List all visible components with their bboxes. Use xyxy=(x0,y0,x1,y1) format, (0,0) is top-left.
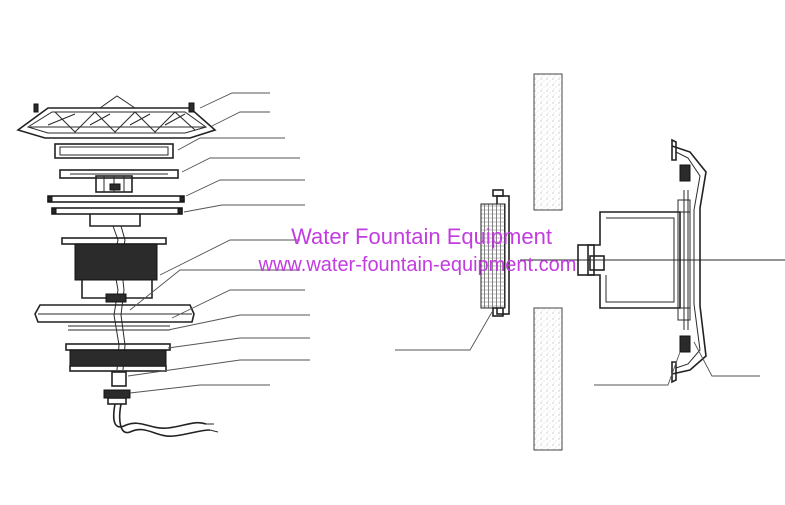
grille-ring-part xyxy=(16,95,217,139)
leader-lines-left xyxy=(127,92,310,394)
housing-cap-part xyxy=(51,207,183,227)
lens-plate-part xyxy=(54,143,174,159)
cable-gland-part xyxy=(103,371,131,405)
mounting-flange-part xyxy=(34,304,195,331)
pool-wall xyxy=(520,73,785,451)
reflector-part xyxy=(59,169,179,193)
gasket-part xyxy=(47,195,185,203)
side-niche-part xyxy=(395,189,510,351)
assembled-section xyxy=(577,138,760,386)
power-cable-part xyxy=(112,403,219,437)
driver-block-part xyxy=(61,237,167,303)
exploded-view xyxy=(16,92,310,437)
lower-housing-part xyxy=(65,343,171,372)
